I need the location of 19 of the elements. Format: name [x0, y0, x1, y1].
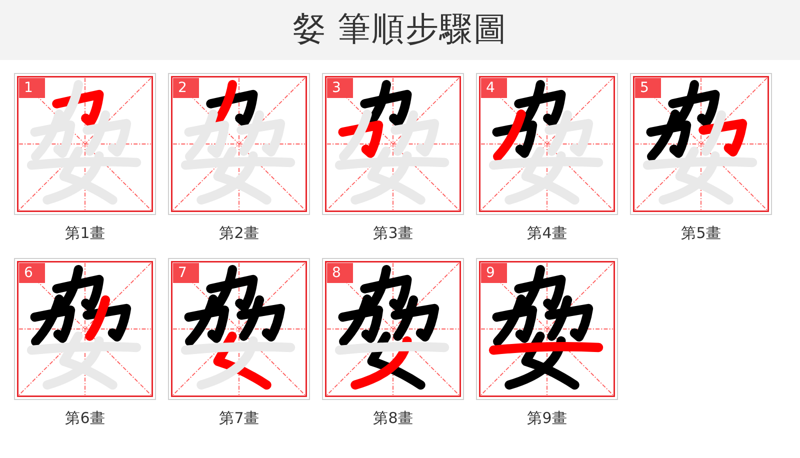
stroke-number: 8 [327, 263, 353, 283]
stroke-number: 6 [19, 263, 45, 283]
page-title: 㛑 筆順步驟圖 [292, 9, 508, 49]
stroke-caption: 第3畫 [373, 224, 413, 242]
stroke-caption: 第8畫 [373, 409, 413, 427]
stroke-caption: 第6畫 [65, 409, 105, 427]
stroke-caption: 第7畫 [219, 409, 259, 427]
stroke-number: 1 [19, 78, 45, 98]
stroke-number: 9 [481, 263, 507, 283]
stroke-number: 5 [635, 78, 661, 98]
stroke-caption: 第4畫 [527, 224, 567, 242]
stroke-number: 7 [173, 263, 199, 283]
stroke-number: 4 [481, 78, 507, 98]
stroke-number: 3 [327, 78, 353, 98]
stroke-caption: 第1畫 [65, 224, 105, 242]
stroke-caption: 第9畫 [527, 409, 567, 427]
stroke-caption: 第5畫 [681, 224, 721, 242]
stroke-number: 2 [173, 78, 199, 98]
stroke-caption: 第2畫 [219, 224, 259, 242]
